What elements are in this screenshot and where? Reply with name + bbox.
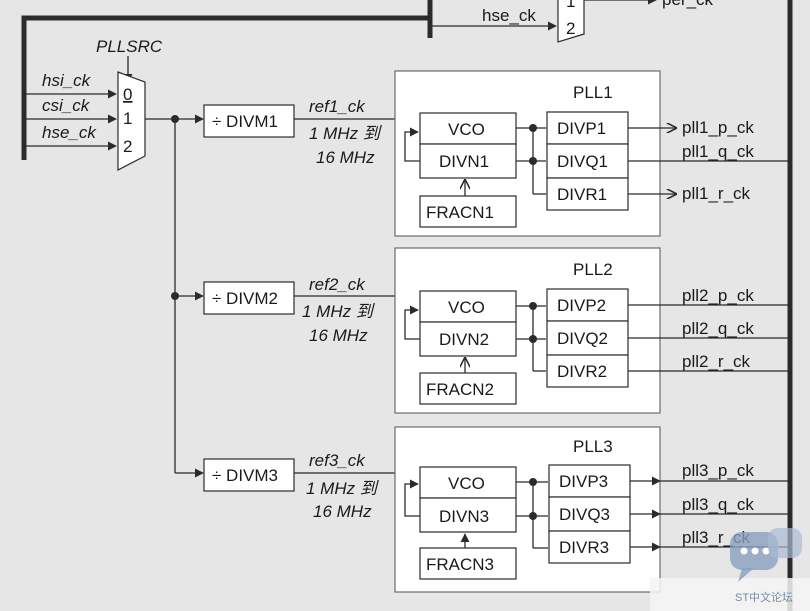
junction-dot <box>529 478 537 486</box>
top-region: hse_ck 1 2 per_ck <box>21 0 714 160</box>
clock-bus-left <box>21 15 430 160</box>
per-mux <box>557 0 585 43</box>
divn2-block <box>419 321 517 357</box>
vco3-label: VCO <box>448 474 485 493</box>
pll3-q-ck-label: pll3_q_ck <box>682 495 754 514</box>
pll1-title: PLL1 <box>573 83 613 102</box>
ref1-ck-label: ref1_ck <box>309 97 366 116</box>
divq1-label: DIVQ1 <box>557 152 608 171</box>
per-mux-input-2: 2 <box>566 19 575 38</box>
junction-dot <box>529 157 537 165</box>
divn3-block <box>419 497 517 533</box>
divq1-block <box>546 143 629 179</box>
divn1-feedback-loop <box>404 127 420 162</box>
divr3-block <box>548 530 631 564</box>
fracn1-label: FRACN1 <box>426 203 494 222</box>
divn2-label: DIVN2 <box>439 330 489 349</box>
vco1-block <box>419 112 517 145</box>
hsi-ck-label: hsi_ck <box>42 71 92 90</box>
vco2-label: VCO <box>448 298 485 317</box>
ref2-range-label-2: 16 MHz <box>309 326 368 345</box>
pllsrc-mux-group: PLLSRC 0 1 2 hsi_ck csi_ck hse_ck <box>24 37 179 473</box>
csi-ck-label: csi_ck <box>42 96 91 115</box>
junction-dot <box>529 302 537 310</box>
pll1-q-ck-label: pll1_q_ck <box>682 142 754 161</box>
pll2-section: ÷ DIVM2 ref2_ck 1 MHz 到 16 MHz PLL2 VCO … <box>175 247 790 414</box>
fracn3-block <box>419 547 517 580</box>
divr1-label: DIVR1 <box>557 185 607 204</box>
vco3-block <box>419 466 517 499</box>
divm2-label: ÷ DIVM2 <box>212 289 278 308</box>
pll1-section: ÷ DIVM1 ref1_ck 1 MHz 到 16 MHz PLL1 VCO … <box>175 70 790 237</box>
watermark-backdrop <box>650 578 810 611</box>
pllsrc-mux-input-0: 0 <box>123 85 132 104</box>
ref1-range-label: 1 MHz 到 <box>309 124 383 143</box>
ref1-range-label-2: 16 MHz <box>316 148 375 167</box>
fracn2-block <box>419 372 517 405</box>
ref2-range-label: 1 MHz 到 <box>302 302 376 321</box>
ref2-ck-label: ref2_ck <box>309 275 366 294</box>
ref3-range-label: 1 MHz 到 <box>306 479 380 498</box>
pllsrc-mux <box>117 71 146 171</box>
divm1-block <box>203 104 295 138</box>
divp2-label: DIVP2 <box>557 296 606 315</box>
divm3-label: ÷ DIVM3 <box>212 466 278 485</box>
divq3-label: DIVQ3 <box>559 505 610 524</box>
chat-bubble-icon <box>730 528 802 582</box>
hse-label-top: hse_ck <box>482 6 536 25</box>
watermark-text: ST中文论坛 <box>735 590 793 604</box>
fracn1-block <box>419 195 517 228</box>
vco2-block <box>419 290 517 323</box>
pll2-p-ck-label: pll2_p_ck <box>682 286 754 305</box>
divn1-label: DIVN1 <box>439 152 489 171</box>
junction-dot <box>529 335 537 343</box>
pll2-title: PLL2 <box>573 260 613 279</box>
divq2-label: DIVQ2 <box>557 329 608 348</box>
divm2-block <box>203 281 295 315</box>
pll3-section: ÷ DIVM3 ref3_ck 1 MHz 到 16 MHz PLL3 VCO … <box>175 426 790 593</box>
watermark: ST中文论坛 <box>650 528 810 611</box>
junction-dot <box>529 124 537 132</box>
fracn3-label: FRACN3 <box>426 555 494 574</box>
divm1-label: ÷ DIVM1 <box>212 112 278 131</box>
pll3-p-ck-label: pll3_p_ck <box>682 461 754 480</box>
ref3-ck-label: ref3_ck <box>309 451 366 470</box>
pllsrc-mux-input-1: 1 <box>123 109 132 128</box>
per-ck-label: per_ck <box>662 0 714 9</box>
ref3-range-label-2: 16 MHz <box>313 502 372 521</box>
pll3-title: PLL3 <box>573 437 613 456</box>
pll2-q-ck-label: pll2_q_ck <box>682 319 754 338</box>
fracn2-label: FRACN2 <box>426 380 494 399</box>
pllsrc-label: PLLSRC <box>96 37 163 56</box>
divq2-block <box>546 320 629 356</box>
divn1-block <box>419 143 517 179</box>
divn3-label: DIVN3 <box>439 507 489 526</box>
pll2-r-ck-label: pll2_r_ck <box>682 352 751 371</box>
per-mux-input-1: 1 <box>566 0 575 11</box>
divp3-label: DIVP3 <box>559 472 608 491</box>
junction-dot <box>529 512 537 520</box>
divr1-block <box>546 177 629 211</box>
pll1-p-ck-label: pll1_p_ck <box>682 118 754 137</box>
pllsrc-mux-input-2: 2 <box>123 137 132 156</box>
divm3-block <box>203 458 295 492</box>
divp1-block <box>546 111 629 145</box>
divr2-label: DIVR2 <box>557 362 607 381</box>
pll1-r-ck-label: pll1_r_ck <box>682 184 751 203</box>
divn2-feedback-loop <box>404 305 420 340</box>
hse-ck-label: hse_ck <box>42 123 97 142</box>
divp1-label: DIVP1 <box>557 119 606 138</box>
divn3-feedback-loop <box>404 479 420 517</box>
vco1-label: VCO <box>448 120 485 139</box>
divq3-block <box>548 496 631 532</box>
divr3-label: DIVR3 <box>559 538 609 557</box>
